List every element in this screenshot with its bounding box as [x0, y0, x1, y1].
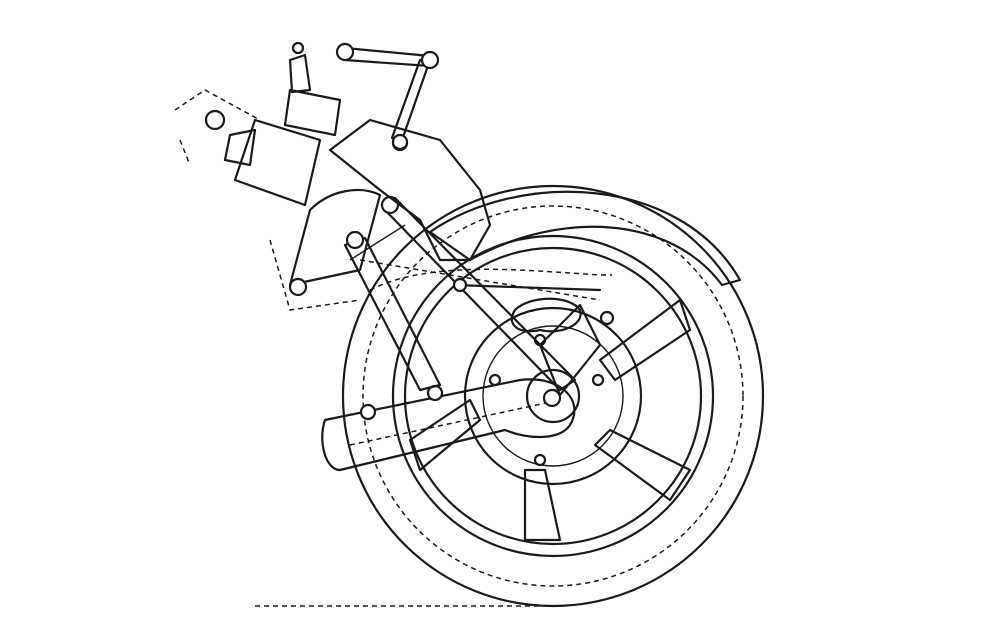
upper-linkage — [335, 42, 440, 151]
tire-outer — [341, 184, 765, 608]
spoke — [523, 468, 562, 542]
spoke — [593, 428, 692, 502]
front-fender — [369, 190, 742, 291]
travel-line — [359, 259, 601, 301]
disc-bolt — [533, 453, 547, 467]
hub — [525, 368, 581, 424]
swing-arm — [321, 378, 576, 472]
front-wheel — [341, 184, 765, 608]
shock-absorber — [174, 41, 342, 207]
steering-linkage — [343, 195, 615, 408]
spoke — [408, 398, 482, 472]
disc-inner — [482, 325, 624, 467]
spoke — [598, 298, 692, 382]
brake-disc — [463, 306, 643, 486]
disc-bolt — [591, 373, 605, 387]
arrow-line — [349, 224, 406, 261]
rim-inner — [403, 246, 703, 546]
brake-caliper — [510, 297, 582, 333]
rim-outer — [391, 234, 715, 558]
tire-travel-dashed — [362, 205, 744, 587]
